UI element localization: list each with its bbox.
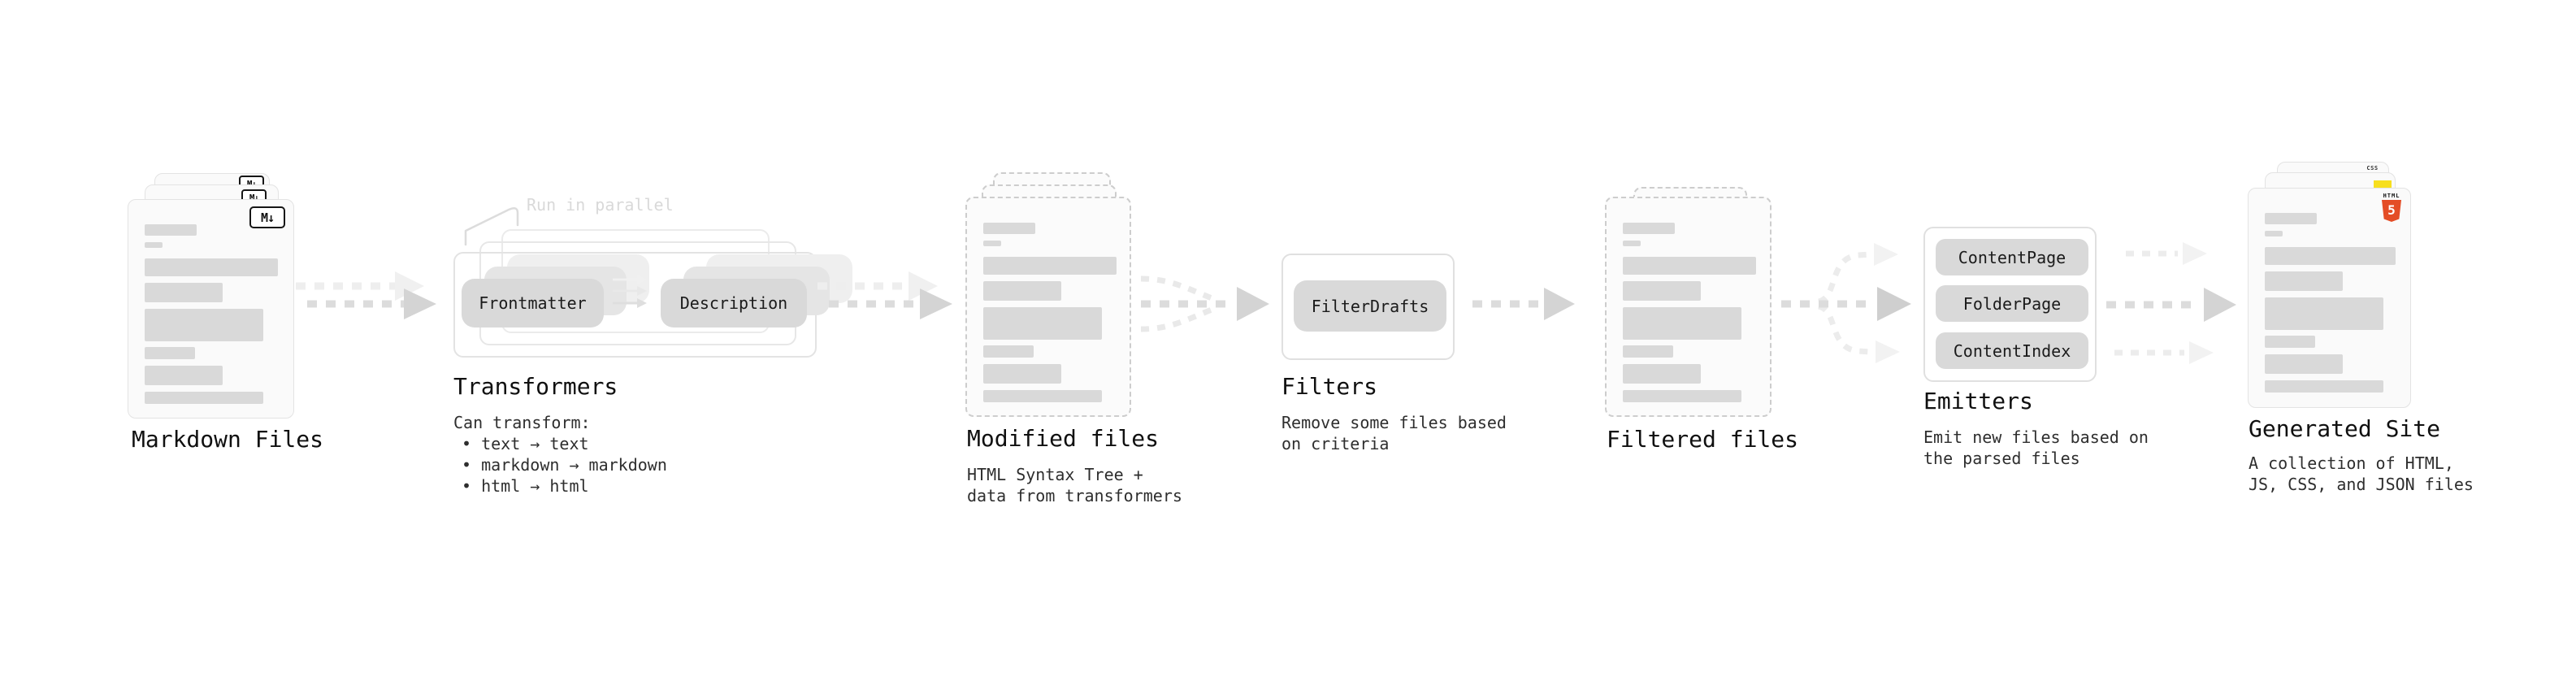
text-line-placeholder — [2265, 297, 2383, 330]
modified-files-description: HTML Syntax Tree + data from transformer… — [967, 464, 1182, 506]
flow-arrow-markdown-to-transformers — [296, 271, 436, 319]
text-line-placeholder — [2265, 247, 2396, 265]
html5-number: 5 — [2387, 202, 2396, 218]
text-line-placeholder — [2265, 336, 2315, 348]
text-line-placeholder — [1623, 307, 1741, 340]
emitters-box: ContentPage FolderPage ContentIndex — [1923, 227, 2097, 382]
text-line-placeholder — [983, 307, 1102, 340]
html5-icon: HTML 5 — [2381, 193, 2402, 222]
text-line-placeholder — [983, 281, 1061, 301]
stage-label-transformers: Transformers — [453, 373, 618, 400]
description-line: on criteria — [1281, 434, 1390, 453]
description-line: Can transform: — [453, 413, 591, 432]
css-label: CSS — [2366, 165, 2379, 171]
text-line-placeholder — [145, 347, 195, 359]
text-line-placeholder — [983, 241, 1001, 246]
run-in-parallel-note: Run in parallel — [527, 195, 674, 215]
filters-box: FilterDrafts — [1281, 254, 1455, 360]
text-line-placeholder — [2265, 213, 2317, 224]
description-line: Remove some files based — [1281, 413, 1507, 432]
description-line: the parsed files — [1923, 449, 2080, 468]
text-line-placeholder — [2265, 354, 2343, 374]
text-line-placeholder — [1623, 257, 1756, 275]
description-line: A collection of HTML, — [2249, 453, 2454, 473]
filter-drafts-pill: FilterDrafts — [1294, 280, 1446, 332]
filters-description: Remove some files based on criteria — [1281, 412, 1507, 454]
transformer-frontmatter-pill: Frontmatter — [462, 279, 604, 327]
stage-label-filtered-files: Filtered files — [1607, 426, 1799, 453]
text-line-placeholder — [145, 392, 263, 404]
text-line-placeholder — [145, 224, 197, 236]
modified-file-card — [965, 197, 1131, 417]
text-line-placeholder — [983, 223, 1035, 234]
html5-word: HTML — [2383, 193, 2400, 199]
text-line-placeholder — [1623, 364, 1701, 384]
generated-site-description: A collection of HTML, JS, CSS, and JSON … — [2249, 453, 2474, 495]
stage-label-emitters: Emitters — [1923, 388, 2033, 414]
text-line-placeholder — [2265, 271, 2343, 291]
filtered-file-card — [1605, 197, 1772, 417]
text-line-placeholder — [1623, 241, 1641, 246]
js-icon — [2374, 180, 2392, 189]
text-line-placeholder — [2265, 380, 2383, 393]
emitter-folderpage-pill: FolderPage — [1936, 285, 2088, 322]
stage-label-markdown-files: Markdown Files — [132, 426, 324, 453]
flow-arrow-filters-to-filtered — [1472, 288, 1575, 320]
description-line: • text → text — [462, 434, 589, 453]
text-line-placeholder — [2265, 231, 2283, 236]
text-line-placeholder — [983, 390, 1102, 402]
description-line: • html → html — [462, 476, 589, 496]
text-line-placeholder — [1623, 390, 1741, 402]
description-line: HTML Syntax Tree + — [967, 465, 1143, 484]
text-line-placeholder — [1623, 281, 1701, 301]
text-line-placeholder — [983, 345, 1034, 358]
flow-arrow-emitters-to-generated — [2106, 242, 2236, 364]
description-line: data from transformers — [967, 486, 1182, 505]
text-line-placeholder — [145, 242, 163, 248]
text-line-placeholder — [1623, 345, 1673, 358]
emitters-description: Emit new files based on the parsed files — [1923, 427, 2149, 469]
text-line-placeholder — [145, 283, 223, 302]
stage-label-generated-site: Generated Site — [2249, 415, 2441, 442]
flow-arrow-filtered-to-emitters — [1781, 243, 1911, 363]
text-line-placeholder — [983, 364, 1061, 384]
text-line-placeholder — [983, 257, 1117, 275]
flow-arrow-modified-to-filters — [1140, 275, 1269, 332]
text-line-placeholder — [1623, 223, 1675, 234]
description-line: JS, CSS, and JSON files — [2249, 475, 2474, 494]
text-line-placeholder — [145, 309, 263, 341]
html5-shield: 5 — [2382, 200, 2401, 222]
transformer-description-pill: Description — [661, 279, 807, 327]
generated-site-card: HTML 5 — [2248, 188, 2411, 408]
text-line-placeholder — [145, 366, 223, 385]
description-line: Emit new files based on — [1923, 427, 2149, 447]
stage-label-modified-files: Modified files — [967, 425, 1160, 452]
emitter-contentpage-pill: ContentPage — [1936, 239, 2088, 275]
text-line-placeholder — [145, 258, 278, 276]
file-content-skeleton — [1623, 223, 1756, 402]
emitter-contentindex-pill: ContentIndex — [1936, 332, 2088, 369]
markdown-icon: M↓ — [249, 206, 285, 228]
markdown-file-card: M↓ — [128, 199, 294, 419]
file-content-skeleton — [145, 224, 278, 404]
file-content-skeleton — [2265, 213, 2396, 393]
transformers-description: Can transform: • text → text • markdown … — [453, 412, 667, 497]
file-content-skeleton — [983, 223, 1117, 402]
stage-label-filters: Filters — [1281, 373, 1378, 400]
description-line: • markdown → markdown — [462, 455, 667, 475]
